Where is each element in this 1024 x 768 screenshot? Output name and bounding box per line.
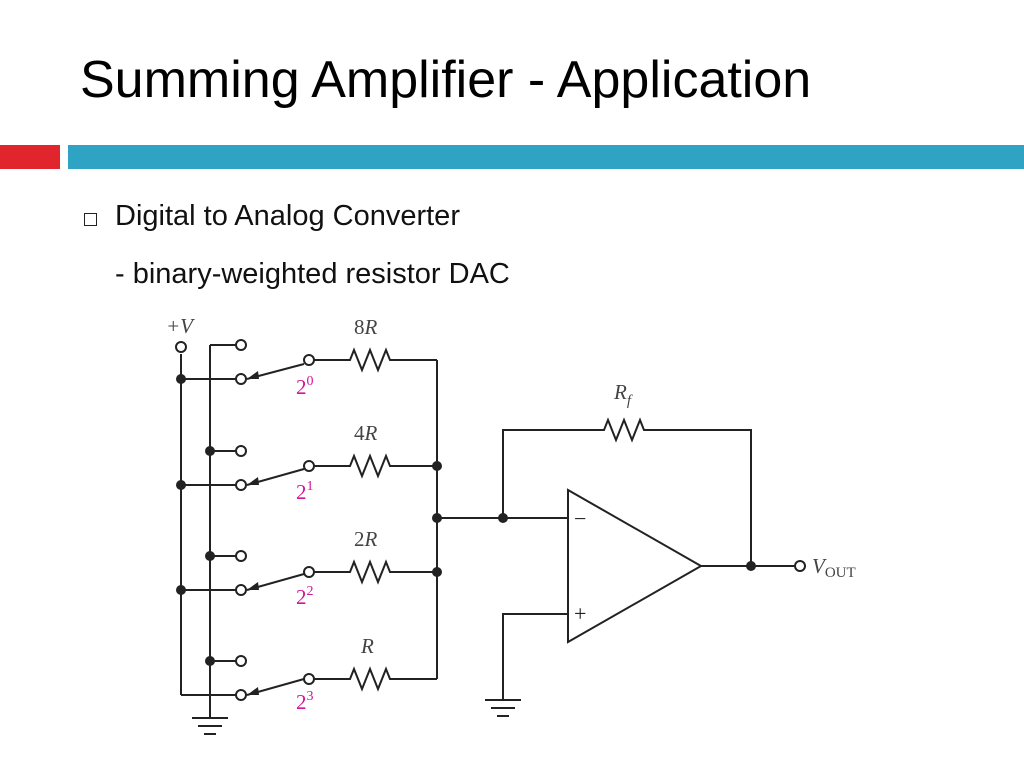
- slide-title: Summing Amplifier - Application: [80, 51, 812, 109]
- resistor-8r: [314, 347, 437, 373]
- supply-terminal: [175, 341, 187, 353]
- resistor-2r: [314, 559, 437, 585]
- bit-label-1: 21: [296, 479, 314, 504]
- bit-label-0: 20: [296, 374, 314, 399]
- resistor-label-2r: 2R: [354, 527, 378, 551]
- output-label: VOUT: [812, 554, 856, 581]
- bullet-square-icon: [84, 213, 97, 226]
- supply-label: +V: [166, 314, 195, 338]
- resistor-label-8r: 8R: [354, 315, 378, 339]
- accent-bar-red: [0, 145, 60, 169]
- sub-bullet-text: - binary-weighted resistor DAC: [115, 258, 510, 290]
- feedback-resistor: [502, 417, 752, 566]
- resistor-label-r: R: [360, 634, 374, 658]
- bit-label-3: 23: [296, 689, 314, 714]
- output-terminal: [794, 560, 806, 572]
- opamp-inverting-sign: −: [574, 506, 586, 531]
- feedback-resistor-label: Rf: [613, 380, 633, 409]
- bullet-text: Digital to Analog Converter: [115, 200, 460, 232]
- resistor-4r: [314, 453, 437, 479]
- bit-label-2: 22: [296, 584, 314, 609]
- noninverting-ground-wire: [502, 613, 568, 700]
- resistor-r: [314, 666, 437, 692]
- resistor-label-4r: 4R: [354, 421, 378, 445]
- opamp-triangle: [567, 488, 704, 644]
- opamp-noninverting-sign: +: [574, 601, 586, 626]
- accent-bar-blue: [68, 145, 1024, 169]
